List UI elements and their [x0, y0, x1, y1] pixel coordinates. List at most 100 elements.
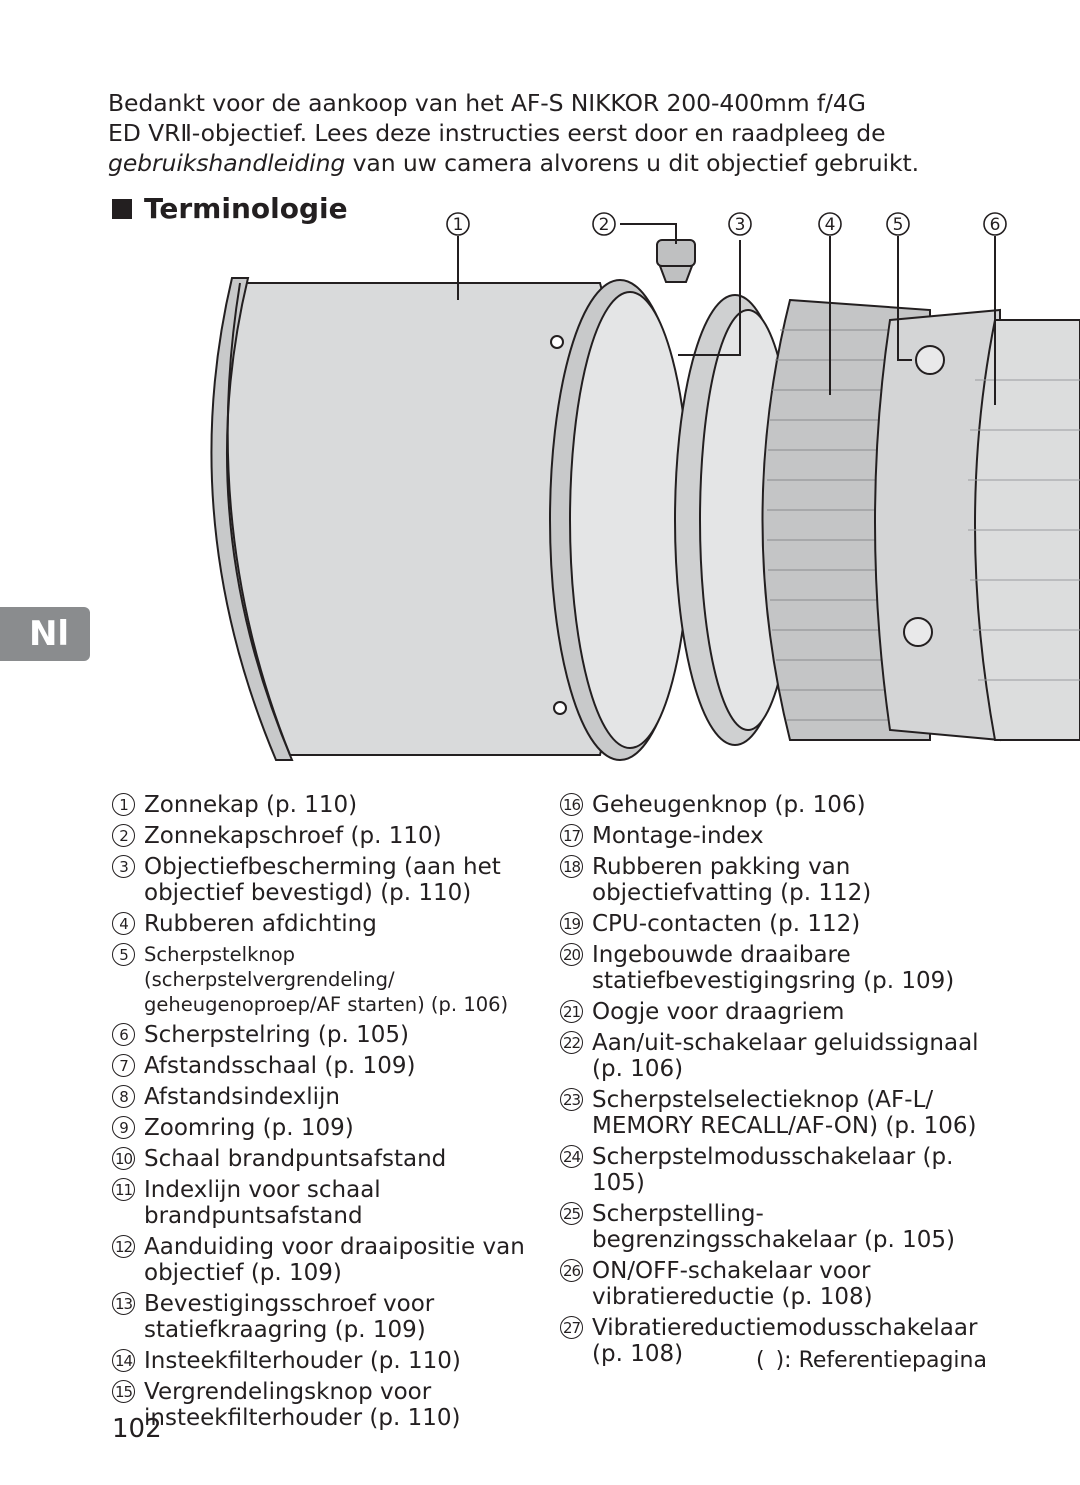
part-number-badge: 21: [560, 1000, 583, 1023]
part-label: Insteekfilterhouder (p. 110): [144, 1348, 461, 1374]
part-item-3: 3 Objectiefbescherming (aan het objectief…: [112, 854, 542, 906]
part-label: Objectiefbescherming (aan het objectief …: [144, 854, 501, 906]
part-label: Vergrendelingsknop voor insteekfilterhou…: [144, 1379, 461, 1431]
part-number-badge: 11: [112, 1178, 135, 1201]
part-label: Schaal brandpuntsafstand: [144, 1146, 447, 1172]
callout-6: 6: [983, 212, 1007, 236]
part-label: Montage-index: [592, 823, 764, 849]
language-tab-label: Nl: [28, 614, 70, 654]
part-number-badge: 10: [112, 1147, 135, 1170]
part-number-badge: 14: [112, 1349, 135, 1372]
part-number-badge: 20: [560, 943, 583, 966]
part-number-badge: 12: [112, 1235, 135, 1258]
part-number-badge: 15: [112, 1380, 135, 1403]
part-label: Zonnekapschroef (p. 110): [144, 823, 442, 849]
part-item-21: 21 Oogje voor draagriem: [560, 999, 990, 1025]
part-number-badge: 25: [560, 1202, 583, 1225]
hood-screw-top: [550, 335, 564, 349]
lens-diagram: 1 2 3 4 5 6: [210, 212, 1080, 761]
part-item-25: 25 Scherpstelling-begrenzingsschakelaar (…: [560, 1201, 990, 1253]
part-number-badge: 7: [112, 1054, 135, 1077]
part-number-badge: 27: [560, 1316, 583, 1339]
part-item-27: 27 Vibratiereductiemodusschakelaar (p. 10…: [560, 1315, 990, 1367]
callout-5: 5: [886, 212, 910, 236]
reference-note: ( ): Referentiepagina: [756, 1348, 987, 1373]
callout-3: 3: [728, 212, 752, 236]
part-item-8: 8 Afstandsindexlijn: [112, 1084, 542, 1110]
language-tab: Nl: [0, 607, 90, 661]
part-number-badge: 6: [112, 1023, 135, 1046]
callout-4-label: 4: [825, 215, 836, 235]
intro-line-1: Bedankt voor de aankoop van het AF-S NIK…: [108, 89, 866, 117]
part-number-badge: 8: [112, 1085, 135, 1108]
part-label: Scherpstelling-begrenzingsschakelaar (p.…: [592, 1201, 956, 1253]
manual-title: gebruikshandleiding: [108, 149, 346, 177]
part-item-18: 18 Rubberen pakking van objectiefvatting …: [560, 854, 990, 906]
part-label: Ingebouwde draaibare statiefbevestigings…: [592, 942, 955, 994]
part-item-20: 20 Ingebouwde draaibare statiefbevestigin…: [560, 942, 990, 994]
section-title: Terminologie: [144, 192, 348, 225]
part-number-badge: 1: [112, 793, 135, 816]
focus-button-top: [915, 345, 945, 375]
part-number-badge: 16: [560, 793, 583, 816]
part-label: Rubberen afdichting: [144, 911, 377, 937]
part-item-24: 24 Scherpstelmodusschakelaar (p. 105): [560, 1144, 990, 1196]
page-number: 102: [112, 1414, 162, 1444]
part-label: Afstandsindexlijn: [144, 1084, 340, 1110]
part-number-badge: 13: [112, 1292, 135, 1315]
part-label: Geheugenknop (p. 106): [592, 792, 866, 818]
part-label: Indexlijn voor schaal brandpuntsafstand: [144, 1177, 381, 1229]
part-item-6: 6 Scherpstelring (p. 105): [112, 1022, 542, 1048]
part-item-19: 19 CPU-contacten (p. 112): [560, 911, 990, 937]
part-item-7: 7 Afstandsschaal (p. 109): [112, 1053, 542, 1079]
parts-list-right: 16 Geheugenknop (p. 106) 17 Montage-index 18…: [560, 792, 990, 1372]
part-number-badge: 17: [560, 824, 583, 847]
part-item-11: 11 Indexlijn voor schaal brandpuntsafstan…: [112, 1177, 542, 1229]
part-label: Oogje voor draagriem: [592, 999, 845, 1025]
part-label: Scherpstelknop (scherpstelvergrendeling/…: [144, 943, 509, 1016]
focus-button-bottom: [903, 617, 933, 647]
part-label: Bevestigingsschroef voor statiefkraagrin…: [144, 1291, 435, 1343]
part-label: Afstandsschaal (p. 109): [144, 1053, 416, 1079]
intro-line-2: ED VRⅡ-objectief. Lees deze instructies …: [108, 119, 886, 147]
part-item-14: 14 Insteekfilterhouder (p. 110): [112, 1348, 542, 1374]
section-heading: Terminologie: [112, 192, 348, 225]
part-label: Scherpstelmodusschakelaar (p. 105): [592, 1144, 954, 1196]
part-label: Zoomring (p. 109): [144, 1115, 354, 1141]
callout-1: 1: [446, 212, 470, 236]
part-item-15: 15 Vergrendelingsknop voor insteekfilterh…: [112, 1379, 542, 1431]
part-number-badge: 26: [560, 1259, 583, 1282]
intro-paragraph: Bedankt voor de aankoop van het AF-S NIK…: [108, 88, 1008, 178]
part-item-26: 26 ON/OFF-schakelaar voor vibratiereducti…: [560, 1258, 990, 1310]
part-label: Vibratiereductiemodusschakelaar (p. 108): [592, 1315, 978, 1367]
part-item-9: 9 Zoomring (p. 109): [112, 1115, 542, 1141]
part-label: Scherpstelselectieknop (AF-L/ MEMORY REC…: [592, 1087, 977, 1139]
part-label: CPU-contacten (p. 112): [592, 911, 861, 937]
callout-6-label: 6: [990, 215, 1001, 235]
part-label: Scherpstelring (p. 105): [144, 1022, 409, 1048]
callout-3-label: 3: [735, 215, 746, 235]
part-number-badge: 24: [560, 1145, 583, 1168]
hood-screw-bottom: [553, 701, 567, 715]
part-item-17: 17 Montage-index: [560, 823, 990, 849]
callout-1-label: 1: [453, 215, 464, 235]
part-number-badge: 3: [112, 855, 135, 878]
callout-2: 2: [592, 212, 616, 236]
part-number-badge: 18: [560, 855, 583, 878]
part-label: Aan/uit-schakelaar geluidssignaal (p. 10…: [592, 1030, 979, 1082]
intro-line-3-rest: van uw camera alvorens u dit objectief g…: [345, 149, 920, 177]
part-number-badge: 19: [560, 912, 583, 935]
part-label: ON/OFF-schakelaar voor vibratiereductie …: [592, 1258, 873, 1310]
part-label: Rubberen pakking van objectiefvatting (p…: [592, 854, 872, 906]
part-number-badge: 9: [112, 1116, 135, 1139]
part-item-13: 13 Bevestigingsschroef voor statiefkraagr…: [112, 1291, 542, 1343]
part-item-16: 16 Geheugenknop (p. 106): [560, 792, 990, 818]
intro-line-3: gebruikshandleiding van uw camera alvore…: [108, 148, 1008, 178]
square-bullet-icon: [112, 198, 132, 219]
